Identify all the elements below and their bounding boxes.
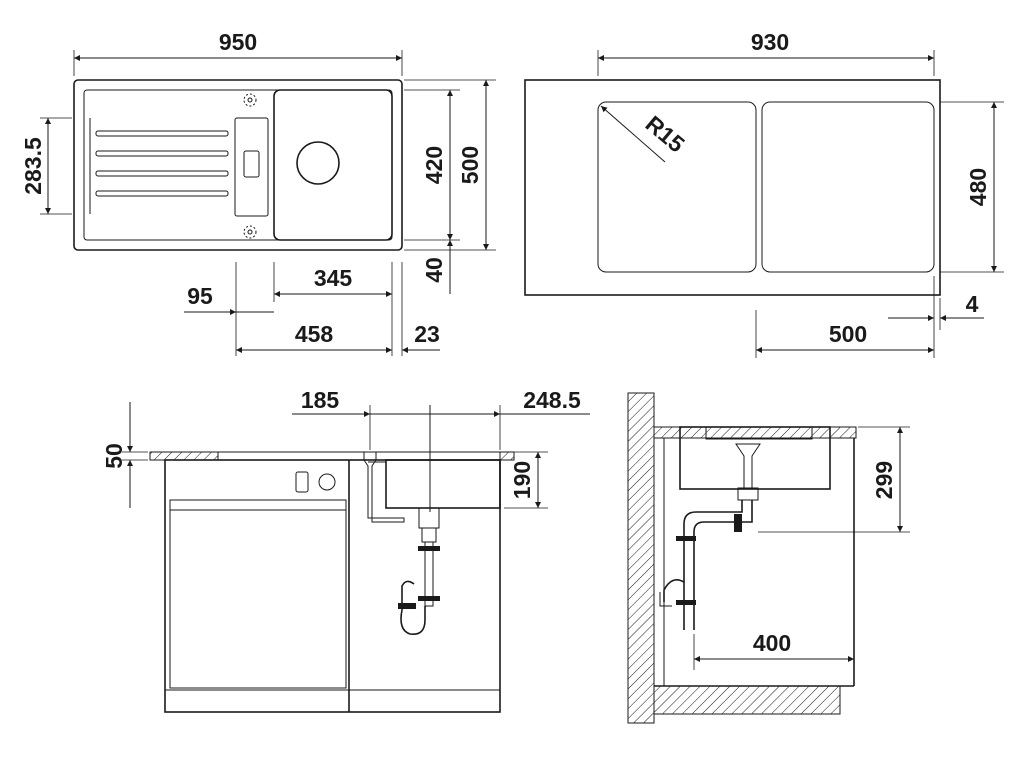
drainer-grooves — [95, 130, 229, 197]
dim-40: 40 — [421, 257, 447, 283]
cutout-right-half — [761, 101, 935, 273]
countertop-outline — [524, 79, 941, 296]
dim-345: 345 — [314, 265, 353, 291]
dim-185: 185 — [301, 387, 340, 413]
dim-4: 4 — [966, 291, 979, 317]
dim-248-5: 248.5 — [523, 387, 581, 413]
dim-930: 930 — [751, 29, 789, 55]
dim-500-offset: 500 — [829, 321, 867, 347]
floor-hatch — [653, 685, 841, 715]
side-section-view: 299 400 — [627, 392, 910, 724]
bowl-outline — [273, 89, 393, 241]
dim-23: 23 — [414, 321, 440, 347]
countertop-left-hatch — [149, 451, 219, 461]
dim-400: 400 — [753, 630, 791, 656]
dim-190: 190 — [509, 461, 535, 499]
dishwasher-panel — [169, 499, 347, 689]
top-view: 950 283.5 420 500 40 345 95 458 23 — [20, 29, 496, 356]
countertop-right-hatch — [499, 451, 515, 461]
dim-r15: R15 — [641, 110, 690, 157]
cabinet-frame — [164, 459, 501, 713]
sink-outline — [73, 79, 403, 251]
dim-95: 95 — [187, 283, 213, 309]
dishwasher-control-icon — [295, 471, 309, 493]
cutout-view: 930 R15 480 4 500 — [524, 29, 1004, 358]
cutout-left-half — [597, 101, 757, 273]
side-drain-pipe — [659, 443, 761, 630]
dim-458: 458 — [295, 321, 334, 347]
dim-950: 950 — [219, 29, 257, 55]
countertop-side-hatch — [653, 426, 857, 439]
tap-hole-bottom-icon — [243, 225, 257, 239]
sink-rim — [217, 451, 501, 461]
drain-trap-pipe — [398, 507, 440, 636]
bowl-section — [385, 459, 501, 509]
dim-283-5: 283.5 — [20, 137, 46, 195]
drain-hole — [296, 141, 340, 185]
front-section-view: 50 185 248.5 190 — [101, 387, 590, 713]
sink-inner-outline — [83, 89, 393, 241]
tap-hole-top-icon — [243, 93, 257, 107]
dim-50: 50 — [101, 443, 127, 469]
wall-hatch — [627, 392, 655, 724]
dim-299: 299 — [871, 461, 897, 499]
dim-500-height: 500 — [457, 146, 483, 184]
waste-control-knob — [243, 150, 260, 178]
dim-480: 480 — [965, 168, 991, 206]
dim-420: 420 — [421, 146, 447, 184]
control-strip — [234, 117, 269, 217]
